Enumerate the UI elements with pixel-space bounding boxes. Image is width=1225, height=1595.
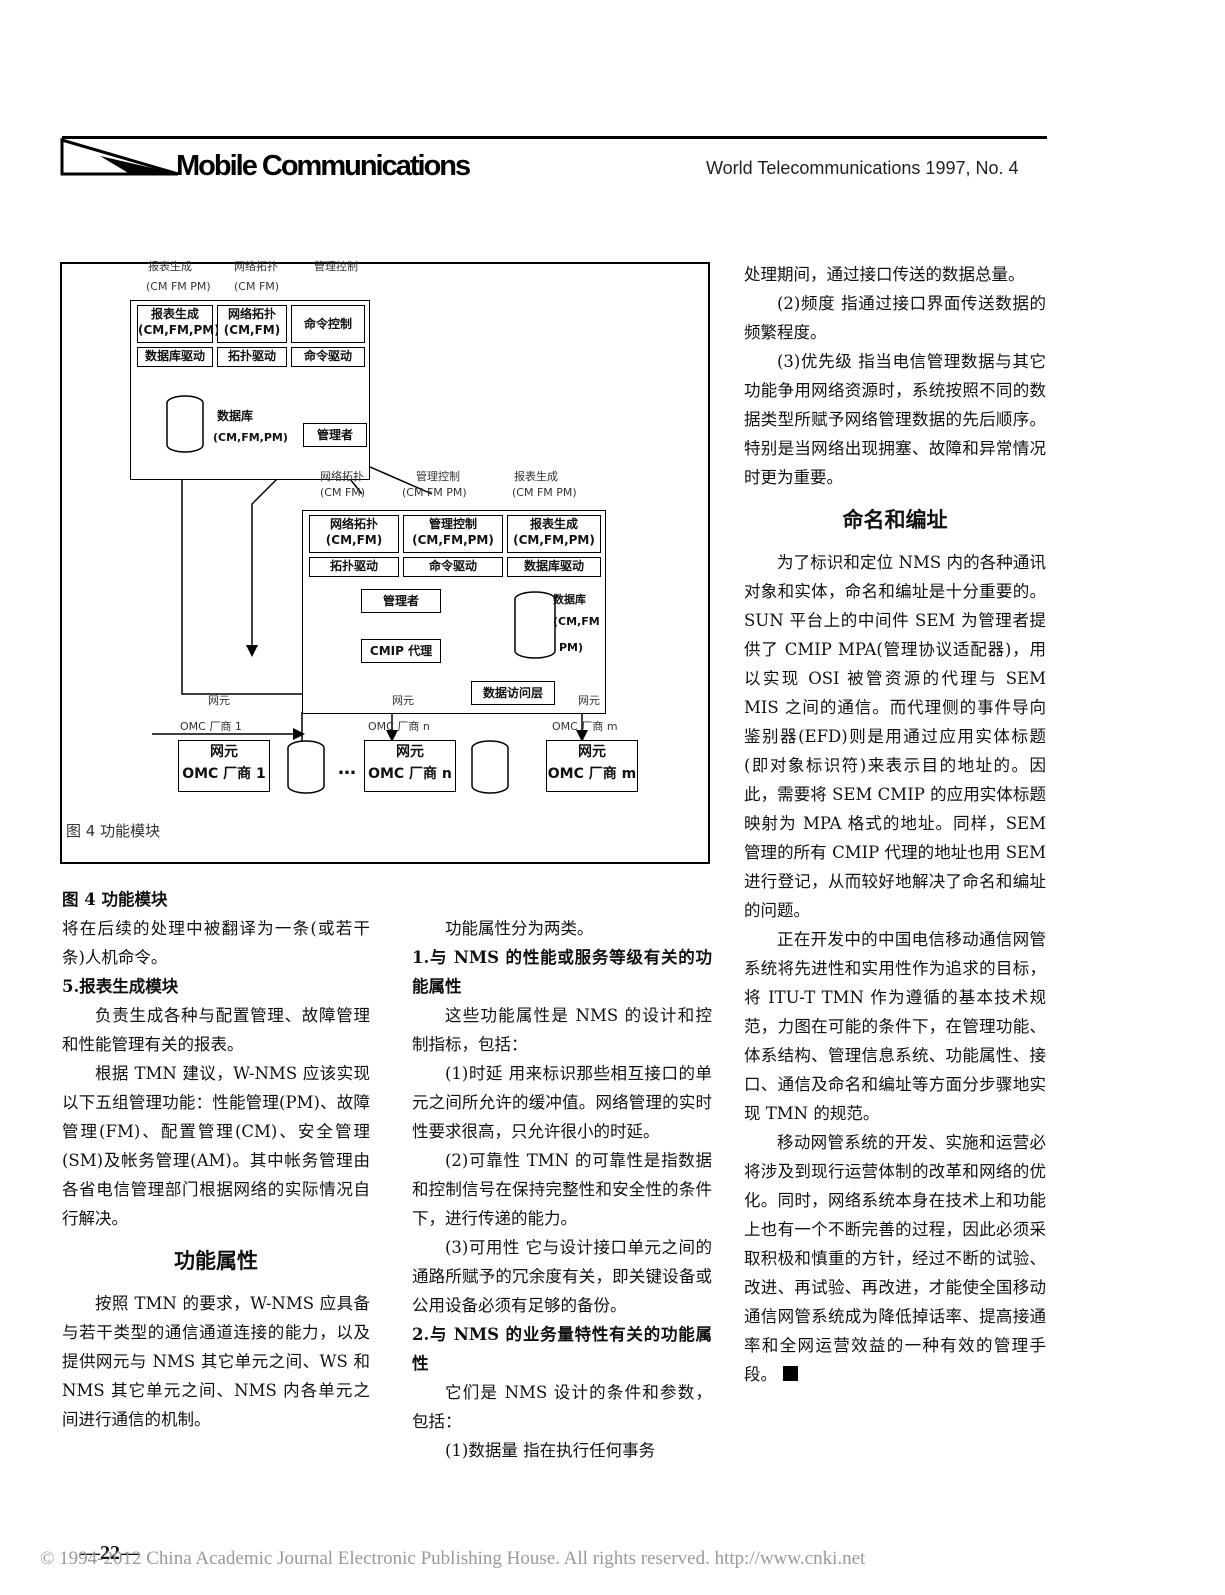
ne-db-icon-1	[287, 740, 325, 794]
col2-para-6: 它们是 NMS 设计的条件和参数，包括：	[412, 1383, 712, 1431]
omc-label-m: OMC 厂商 m	[552, 720, 618, 733]
figure-caption: 图 4 功能模块	[62, 890, 168, 909]
col3-para-2: (2)频度 指通过接口界面传送数据的频繁程度。	[744, 294, 1046, 342]
lower-sublabel-2: (CM FM PM)	[402, 486, 467, 499]
lower-label-topology: 网络拓扑	[320, 470, 364, 483]
lower-data-access-layer: 数据访问层	[471, 681, 555, 705]
lower-cell-topology: 网络拓扑 (CM,FM)	[309, 515, 399, 553]
col2-para-1: 功能属性分为两类。	[445, 919, 594, 938]
lower-label-control: 管理控制	[416, 470, 460, 483]
upper-label-control: 管理控制	[314, 260, 358, 273]
logo-wedge-icon	[60, 138, 179, 176]
ne-side-label-3: 网元	[578, 694, 600, 707]
upper-cell-topology: 网络拓扑 (CM,FM)	[217, 305, 287, 343]
end-of-article-icon	[783, 1366, 798, 1381]
col1-para-3: 根据 TMN 建议，W-NMS 应该实现以下五组管理功能：性能管理(PM)、故障…	[62, 1064, 370, 1228]
col2-para-7: (1)数据量 指在执行任何事务	[445, 1441, 656, 1460]
figure-inner-caption: 图 4 功能模块	[66, 822, 161, 840]
col2-para-5: (3)可用性 它与设计接口单元之间的通路所赋予的冗余度有关，即关键设备或公用设备…	[412, 1238, 712, 1315]
upper-db-sublabel: (CM,FM,PM)	[213, 431, 288, 444]
col1-heading-5: 5.报表生成模块	[62, 977, 179, 996]
lower-cell-control: 管理控制 (CM,FM,PM)	[403, 515, 503, 553]
omc-label-1: OMC 厂商 1	[180, 720, 242, 733]
section-title-function-attributes: 功能属性	[174, 1249, 258, 1273]
section-title-naming-addressing: 命名和编址	[842, 508, 948, 532]
lower-driver-command: 命令驱动	[403, 557, 503, 577]
omc-label-n: OMC 厂商 n	[368, 720, 430, 733]
copyright-footer: © 1994-2012 China Academic Journal Elect…	[40, 1548, 866, 1569]
logo-text: Mobile Communications	[176, 150, 471, 182]
lower-sublabel-1: (CM FM)	[320, 486, 366, 499]
upper-driver-command: 命令驱动	[291, 347, 365, 367]
upper-workstation-block: 报表生成 (CM,FM,PM) 网络拓扑 (CM,FM) 命令控制 数据库驱动 …	[130, 300, 370, 480]
page-number: —22—	[80, 1542, 140, 1564]
col2-para-4: (2)可靠性 TMN 的可靠性是指数据和控制信号在保持完整性和安全性的条件下，进…	[412, 1151, 712, 1228]
upper-cell-report: 报表生成 (CM,FM,PM)	[137, 305, 220, 343]
upper-sublabel-1: (CM FM PM)	[146, 280, 211, 293]
col2-heading-2: 2.与 NMS 的业务量特性有关的功能属性	[412, 1325, 712, 1373]
journal-issue: World Telecommunications 1997, No. 4	[706, 158, 1019, 178]
col1-para-4: 按照 TMN 的要求，W-NMS 应具备与若干类型的通信通道连接的能力，以及提供…	[62, 1294, 370, 1429]
header-rule	[62, 136, 1047, 139]
ne-box-vendor-1: 网元 OMC 厂商 1	[178, 740, 270, 792]
lower-db-label: 数据库	[553, 593, 586, 606]
lower-label-report: 报表生成	[514, 470, 558, 483]
col2-para-2: 这些功能属性是 NMS 的设计和控制指标，包括：	[412, 1006, 712, 1054]
upper-driver-db: 数据库驱动	[137, 347, 213, 367]
upper-database-icon	[166, 395, 204, 453]
column-3: 处理期间，通过接口传送的数据总量。 (2)频度 指通过接口界面传送数据的频繁程度…	[744, 260, 1046, 1389]
upper-driver-topology: 拓扑驱动	[217, 347, 287, 367]
lower-manager: 管理者	[361, 589, 441, 613]
lower-sublabel-3: (CM FM PM)	[512, 486, 577, 499]
ne-box-vendor-n: 网元 OMC 厂商 n	[364, 740, 456, 792]
upper-cell-command: 命令控制	[291, 305, 365, 343]
upper-label-report: 报表生成	[148, 260, 192, 273]
upper-db-label: 数据库	[217, 409, 254, 423]
col3-para-1: 处理期间，通过接口传送的数据总量。	[744, 265, 1025, 284]
figure-4: 报表生成 网络拓扑 管理控制 (CM FM PM) (CM FM) 报表生成 (…	[60, 260, 710, 864]
lower-db-sub2: PM)	[559, 641, 584, 654]
col3-para-5: 正在开发中的中国电信移动通信网管系统将先进性和实用性作为追求的目标，将 ITU-…	[744, 930, 1046, 1123]
lower-db-sub1: (CM,FM	[553, 615, 600, 628]
upper-sublabel-2: (CM FM)	[234, 280, 280, 293]
ellipsis: …	[338, 758, 356, 779]
lower-cell-report: 报表生成 (CM,FM,PM)	[507, 515, 601, 553]
lower-server-block: 网络拓扑 (CM,FM) 管理控制 (CM,FM,PM) 报表生成 (CM,FM…	[302, 510, 606, 714]
lower-driver-topology: 拓扑驱动	[309, 557, 399, 577]
col3-para-6: 移动网管系统的开发、实施和运营必将涉及到现行运营体制的改革和网络的优化。同时，网…	[744, 1133, 1046, 1384]
lower-driver-db: 数据库驱动	[507, 557, 601, 577]
ne-box-vendor-m: 网元 OMC 厂商 m	[546, 740, 638, 792]
ne-db-icon-n	[471, 740, 509, 794]
lower-cmip-agent: CMIP 代理	[361, 639, 441, 663]
upper-manager: 管理者	[303, 423, 367, 447]
column-1: 图 4 功能模块 将在后续的处理中被翻译为一条(或若干条)人机命令。 5.报表生…	[62, 885, 370, 1434]
ne-side-label-1: 网元	[208, 694, 230, 707]
col3-para-4: 为了标识和定位 NMS 内的各种通讯对象和实体，命名和编址是十分重要的。SUN …	[744, 553, 1046, 920]
col2-heading-1: 1.与 NMS 的性能或服务等级有关的功能属性	[412, 948, 712, 996]
column-2: 功能属性分为两类。 1.与 NMS 的性能或服务等级有关的功能属性 这些功能属性…	[412, 914, 712, 1465]
col1-para-1: 将在后续的处理中被翻译为一条(或若干条)人机命令。	[62, 919, 370, 967]
lower-database-icon	[514, 591, 556, 659]
col3-para-3: (3)优先级 指当电信管理数据与其它功能争用网络资源时，系统按照不同的数据类型所…	[744, 352, 1046, 487]
col2-para-3: (1)时延 用来标识那些相互接口的单元之间所允许的缓冲值。网络管理的实时性要求很…	[412, 1064, 712, 1141]
upper-label-topology: 网络拓扑	[234, 260, 278, 273]
col1-para-2: 负责生成各种与配置管理、故障管理和性能管理有关的报表。	[62, 1006, 370, 1054]
ne-side-label-2: 网元	[392, 694, 414, 707]
